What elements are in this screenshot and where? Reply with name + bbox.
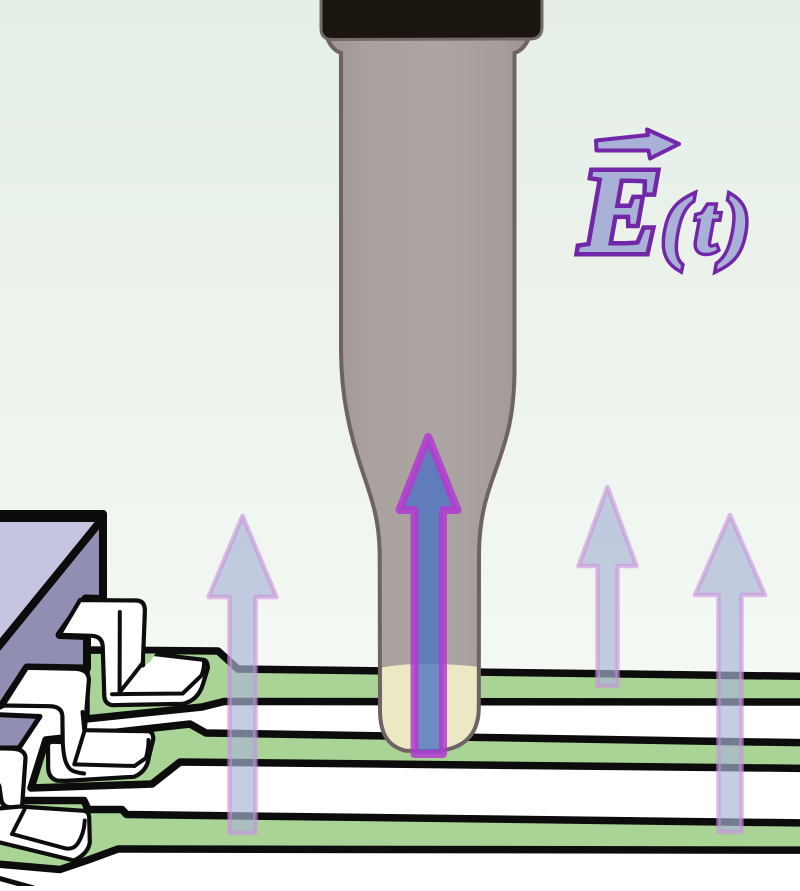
- svg-text:E: E: [579, 144, 661, 279]
- svg-text:(t): (t): [661, 179, 756, 270]
